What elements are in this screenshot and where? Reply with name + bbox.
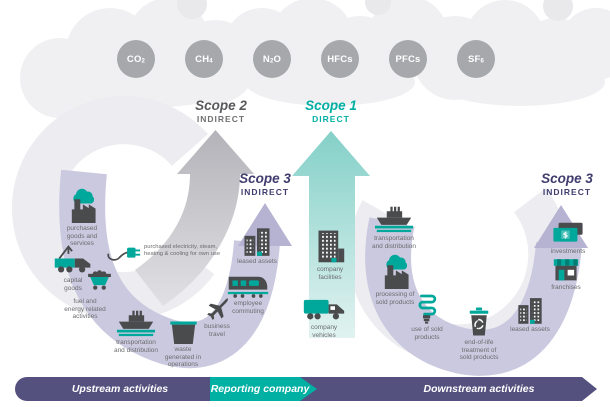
item-end-of-life: end-of-life treatment of sold products	[444, 306, 514, 362]
item-label: leased assets	[237, 258, 277, 265]
storefront-icon	[551, 256, 581, 282]
gas-label: SF	[467, 53, 481, 65]
item-company-vehicles: company vehicles	[289, 296, 359, 339]
footer-bar-teal-chevron	[210, 377, 317, 401]
item-transportation-downstream: transportation and distribution	[359, 204, 429, 250]
item-label: leased assets	[510, 326, 550, 333]
footer-upstream-label: Upstream activities	[71, 383, 169, 395]
building-icon	[516, 294, 544, 324]
gas-label: CH	[195, 53, 210, 65]
item-leased-assets-upstream: leased assets	[222, 224, 292, 266]
scope2-title: Scope 2	[195, 98, 247, 113]
gas-label: HFCs	[327, 53, 353, 65]
scope3-subtitle: INDIRECT	[240, 187, 290, 197]
item-label: use of sold products	[411, 326, 443, 341]
item-label: franchises	[551, 284, 581, 291]
upstream-band	[59, 169, 280, 369]
scope3-upstream-heading: Scope 3 INDIRECT	[210, 171, 320, 198]
item-label: company vehicles	[310, 324, 338, 339]
banknotes-icon	[550, 220, 586, 246]
item-franchises: franchises	[531, 256, 601, 292]
mine-cart-icon	[86, 268, 113, 291]
train-icon	[226, 272, 270, 298]
scope2-subtitle: INDIRECT	[196, 114, 246, 124]
item-label: business travel	[204, 323, 230, 338]
item-label: transportation and distribution	[113, 339, 159, 354]
item-fuel-energy-label: fuel and energy related activities	[64, 298, 106, 321]
scope2-arrow	[135, 130, 254, 306]
item-purchased-goods: purchased goods and services	[47, 184, 117, 248]
scope3-title: Scope 3	[239, 171, 291, 186]
gas-circle-pfcs: PFCs	[389, 40, 427, 78]
scope3-subtitle: INDIRECT	[542, 187, 592, 197]
gas-label: PFCs	[395, 53, 421, 65]
scope3-upstream-arrowhead	[238, 203, 292, 246]
scope1-subtitle: DIRECT	[312, 114, 350, 124]
left-background-swoosh	[12, 96, 215, 321]
item-business-travel: business travel	[182, 296, 252, 338]
gas-label: N	[262, 53, 270, 65]
item-transportation-upstream: transportation and distribution	[101, 308, 171, 354]
recycle-bin-icon	[465, 306, 493, 337]
item-use-of-sold-products: use of sold products	[392, 292, 462, 341]
footer-reporting-label: Reporting company	[210, 383, 310, 395]
factory-cloud-icon	[378, 250, 412, 289]
item-waste: waste generated in operations	[148, 316, 218, 369]
gas-label: CO	[126, 53, 142, 65]
item-label: company facilities	[316, 266, 344, 281]
scope1-heading: Scope 1 DIRECT	[276, 98, 386, 125]
item-investments: investments	[533, 220, 603, 256]
office-building-icon	[314, 228, 347, 264]
gas-circle-hfcs: HFCs	[321, 40, 359, 78]
cfl-bulb-icon	[415, 292, 439, 324]
item-label: investments	[550, 248, 586, 255]
item-label: employee commuting	[232, 300, 264, 315]
footer-downstream-label: Downstream activities	[423, 383, 535, 395]
item-label: processing of sold products	[375, 291, 415, 306]
item-leased-assets-downstream: leased assets	[495, 294, 565, 334]
item-employee-commuting: employee commuting	[213, 272, 283, 315]
item-label: waste generated in operations	[164, 346, 202, 369]
item-label: end-of-life treatment of sold products	[459, 339, 499, 362]
item-company-facilities: company facilities	[295, 228, 365, 281]
item-label: transportation and distribution	[371, 235, 417, 250]
factory-cloud-icon	[65, 184, 99, 223]
scope3-title: Scope 3	[541, 171, 593, 186]
item-capital-goods: capital goods	[38, 242, 108, 292]
scope1-title: Scope 1	[305, 98, 357, 113]
item-processing: processing of sold products	[360, 250, 430, 306]
purchased-electricity-note: purchased electricity, steam, heating & …	[144, 244, 221, 258]
scope3-downstream-heading: Scope 3 INDIRECT	[512, 171, 610, 198]
plug-icon	[106, 243, 142, 263]
item-label: capital goods	[63, 277, 83, 292]
truck-icon	[302, 296, 346, 322]
item-label: purchased goods and services	[66, 225, 98, 248]
building-icon	[242, 224, 272, 256]
scope2-heading: Scope 2 INDIRECT	[166, 98, 276, 125]
ship-icon	[373, 204, 415, 233]
